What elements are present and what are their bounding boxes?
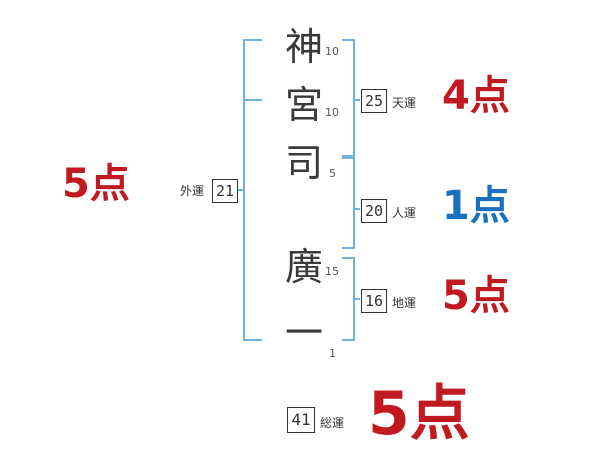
name-char-3: 司 [284,141,323,185]
chikaku-label: 地運 [392,296,417,310]
gaikaku-bracket [243,39,262,341]
jinkaku-value: 20 [361,199,387,223]
stroke-count-2: 10 [325,106,339,119]
tenkaku-bracket [342,39,355,159]
chikaku-bracket [342,257,355,341]
stroke-count-3: 5 [329,167,336,180]
name-char-1: 神 [284,25,323,69]
stroke-count-1: 10 [325,45,339,58]
chikaku-value: 16 [361,289,387,313]
gaikaku-label: 外運 [180,184,205,198]
jinkaku-score: 1点 [442,183,510,229]
soukaku-label: 総運 [320,416,345,430]
gaikaku-value: 21 [212,179,238,203]
tenkaku-label: 天運 [392,96,417,110]
stroke-count-5: 1 [329,347,336,360]
gaikaku-score: 5点 [62,161,130,207]
name-char-2: 宮 [284,83,323,127]
soukaku-score: 5点 [368,379,470,449]
jinkaku-bracket [342,155,355,249]
soukaku-value: 41 [287,407,315,433]
name-char-4: 廣 [284,245,323,289]
tenkaku-score: 4点 [442,73,510,119]
name-char-5: 一 [284,311,323,355]
tenkaku-value: 25 [361,89,387,113]
stroke-count-4: 15 [325,265,339,278]
chikaku-score: 5点 [442,273,510,319]
jinkaku-label: 人運 [392,206,417,220]
